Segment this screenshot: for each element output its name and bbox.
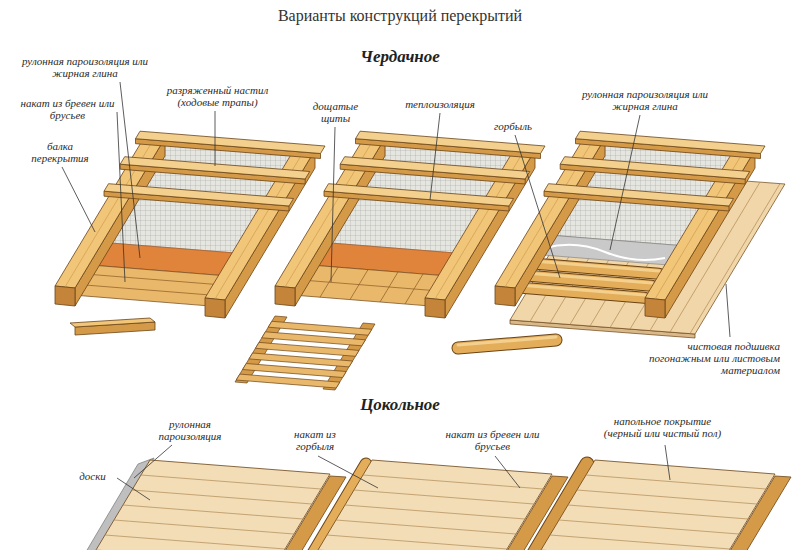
attic-floor-logs-part: [81, 285, 211, 295]
attic-floor-logs-part: [75, 265, 223, 305]
attic-floor-shields-part: [304, 267, 434, 304]
section-heading: Цокольное: [300, 395, 500, 415]
attic-floor-shields-part: [295, 265, 443, 305]
callout-label: доски: [70, 470, 115, 482]
callout-label: накат из бревен или брусьев: [445, 428, 540, 452]
board-shield-part: [236, 321, 372, 388]
attic-floor-logs-part: [88, 274, 218, 284]
callout-label: теплоизоляция: [385, 98, 495, 110]
section-heading: Чердачное: [300, 47, 500, 67]
attic-floor-slabs: [495, 131, 785, 338]
callout-label: накат из бревен или брусьев: [20, 97, 115, 121]
leader-lines-part: [665, 445, 670, 480]
board-shield-part-part: [268, 321, 372, 335]
attic-floor-slabs-part-part: [525, 286, 645, 296]
diagram-title: Варианты конструкций перекрытий: [0, 6, 800, 26]
callout-label: разряженный настил (ходовые трапы): [150, 84, 285, 108]
leader-lines-part: [117, 478, 150, 500]
attic-floor-slabs-part-part: [539, 262, 659, 272]
leader-lines-part: [318, 456, 378, 488]
leader-lines-part: [515, 135, 560, 278]
attic-floor-logs-part: [104, 131, 325, 211]
basement-floor-slabs: [276, 460, 568, 550]
leader-lines-part: [430, 113, 440, 200]
loose-log-part: [458, 337, 556, 345]
attic-floor-shields-part: [324, 131, 545, 211]
callout-label: чистовая подшивка погонажным или листовы…: [640, 340, 780, 376]
leader-lines-part: [134, 445, 172, 478]
callout-label: дощатые щиты: [308, 100, 363, 124]
leader-lines-part: [610, 115, 640, 250]
leader-lines-part: [117, 112, 125, 282]
callout-label: рулонная пароизоляция или жирная глина: [15, 55, 155, 79]
callout-label: рулонная пароизоляция или жирная глина: [575, 88, 715, 112]
board-shield: [235, 316, 375, 390]
leader-lines-part: [62, 167, 95, 232]
leader-lines: [62, 82, 730, 500]
callout-label: накат из горбыля: [285, 428, 345, 452]
basement-floor-membrane-part: [60, 460, 346, 550]
leader-lines-part: [726, 284, 730, 337]
attic-floor-slabs-part: [545, 245, 665, 260]
attic-floor-slabs-part-part: [532, 274, 652, 284]
loose-plank: [70, 318, 155, 335]
callout-label: балка перекрытия: [25, 140, 95, 164]
basement-floor-logs-part: [505, 460, 791, 550]
callout-label: рулонная пароизоляция: [140, 418, 240, 442]
loose-log: [458, 337, 556, 348]
callout-label: напольное покрытие (черный или чистый по…: [595, 415, 730, 439]
leader-lines-part: [215, 111, 216, 166]
loose-plank-part: [70, 318, 155, 327]
callout-label: горбыль: [478, 120, 548, 132]
basement-floor-slabs-part: [282, 460, 568, 550]
basement-floor-membrane: [48, 458, 346, 550]
attic-floor-shields-part-part: [304, 280, 434, 290]
attic-floor-slabs-part: [525, 262, 659, 298]
basement-floor-logs: [497, 460, 791, 550]
leader-lines-part: [331, 127, 335, 282]
attic-floor-slabs-part: [544, 131, 765, 211]
leader-lines-part: [495, 456, 520, 488]
